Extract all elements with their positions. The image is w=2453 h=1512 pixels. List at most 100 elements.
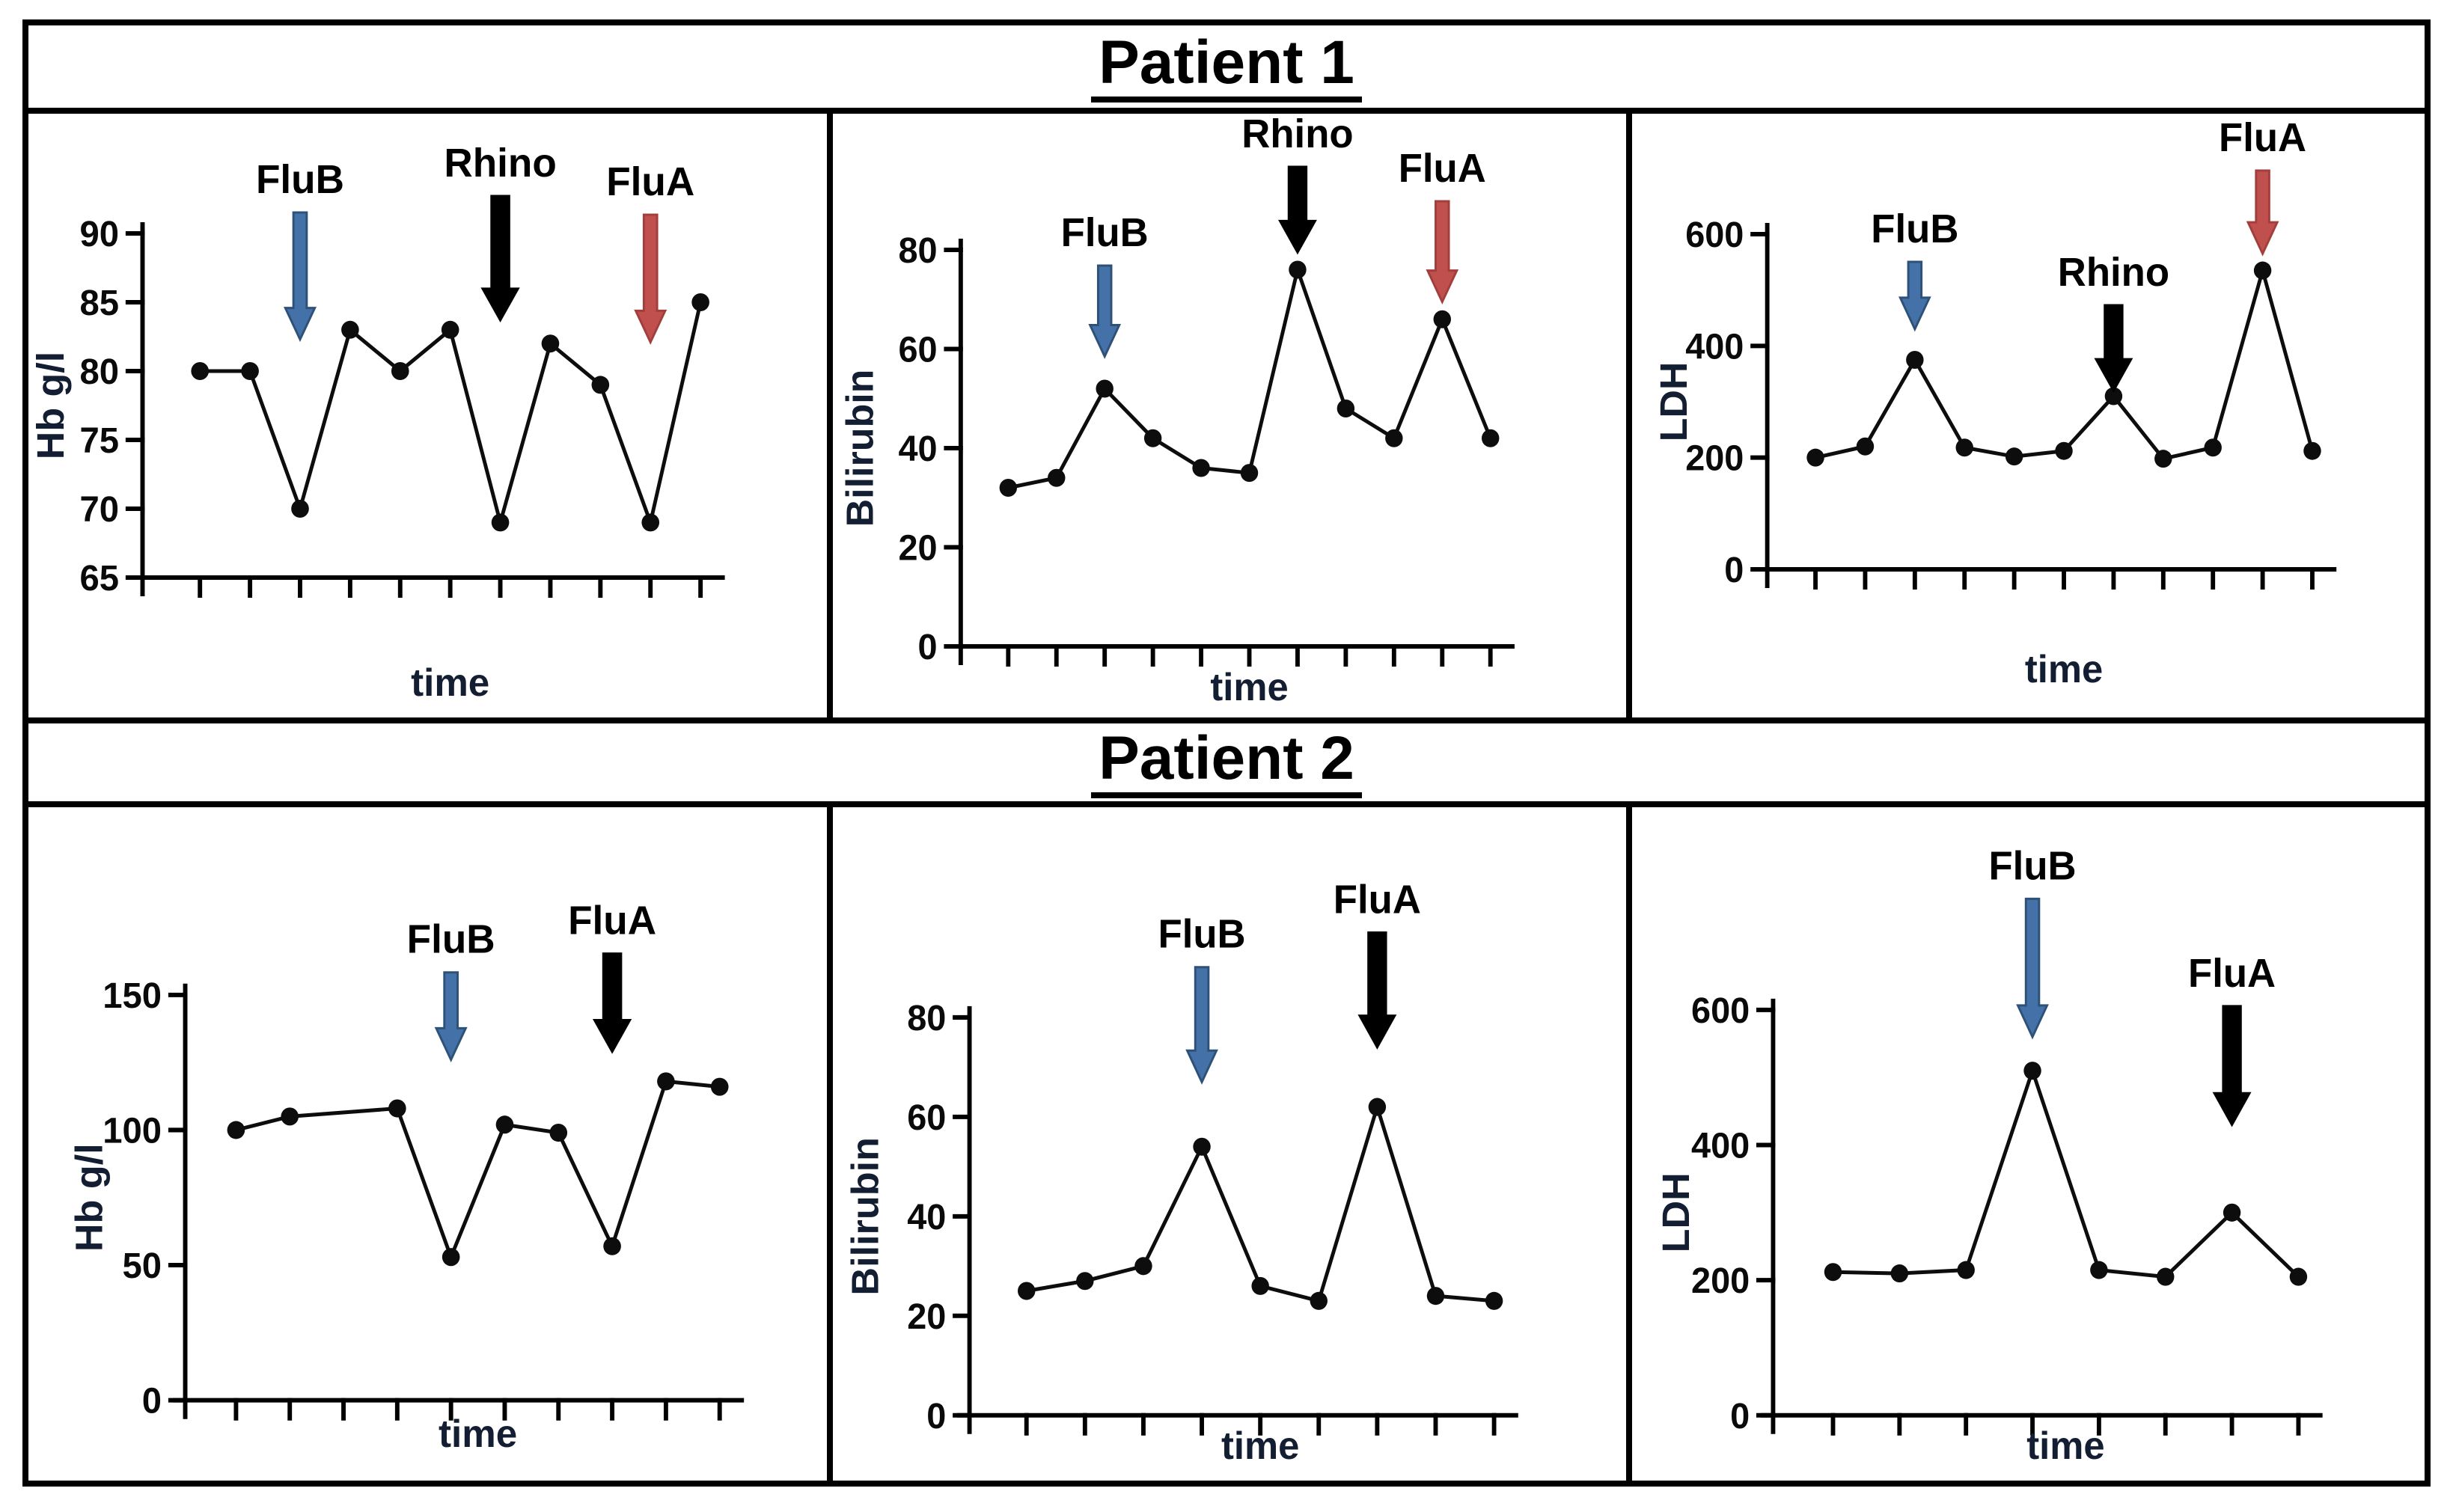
flub-arrow-icon [1088, 264, 1122, 359]
data-point [1018, 1282, 1036, 1300]
data-series-line [1008, 263, 1493, 490]
patient-1-header: Patient 1 [28, 25, 2425, 114]
annotation-flua-label: FluA [606, 160, 694, 204]
data-point [241, 362, 259, 380]
flub-arrow-icon [2015, 897, 2049, 1040]
patient-1-title: Patient 1 [1091, 30, 1362, 103]
flub-arrow-icon [1185, 966, 1219, 1085]
y-tick-label: 70 [79, 490, 119, 530]
flub-arrow-icon [434, 971, 468, 1063]
y-tick-label: 80 [899, 231, 938, 272]
data-point [1957, 1261, 1975, 1279]
data-point [1096, 379, 1114, 398]
data-point [1193, 1137, 1212, 1156]
data-point [1048, 468, 1066, 487]
y-tick-label: 20 [908, 1297, 947, 1337]
y-tick-label: 0 [927, 1396, 947, 1436]
annotation-flua-label: FluA [1399, 146, 1486, 191]
x-axis-label: time [439, 1411, 517, 1455]
data-point [281, 1107, 299, 1126]
y-tick-label: 80 [908, 998, 947, 1038]
y-tick-label: 80 [79, 352, 119, 392]
data-point [1955, 438, 1973, 457]
y-tick-label: 0 [1724, 551, 1744, 591]
data-point [2223, 1203, 2240, 1222]
y-axis-label: Bilirubin [844, 1137, 887, 1296]
data-point [2023, 1062, 2041, 1080]
data-point [1251, 1276, 1270, 1295]
data-point [2253, 261, 2271, 280]
data-point [2156, 1267, 2175, 1286]
y-tick-label: 60 [908, 1098, 947, 1138]
flua-arrow-icon [592, 952, 632, 1054]
data-point [2303, 441, 2321, 460]
data-point [657, 1072, 675, 1091]
flua-arrow-icon [2212, 1005, 2252, 1127]
data-point [388, 1099, 406, 1118]
data-point [2054, 441, 2073, 460]
data-point [495, 1115, 514, 1134]
annotation-flua-label: FluA [568, 898, 656, 943]
y-axis-label: LDH [1654, 1172, 1696, 1252]
annotation-flua-label: FluA [2219, 115, 2306, 160]
annotation-flua-label: FluA [2188, 951, 2276, 996]
y-tick-label: 75 [79, 421, 119, 461]
y-tick-label: 50 [123, 1246, 162, 1287]
y-tick-label: 150 [103, 976, 162, 1016]
data-point [710, 1077, 729, 1096]
data-point [691, 293, 709, 311]
flua-arrow-icon [634, 213, 668, 345]
data-series-line [1833, 1065, 2300, 1279]
data-point [227, 1121, 245, 1139]
y-axis-label: Hb g/l [67, 1143, 110, 1252]
data-point [441, 320, 459, 339]
x-axis-label: time [411, 661, 489, 704]
data-series-line [235, 1079, 720, 1263]
y-tick-label: 20 [899, 528, 938, 569]
y-tick-label: 200 [1685, 438, 1744, 479]
x-axis-label: time [2026, 1423, 2104, 1467]
flub-arrow-icon [283, 211, 317, 343]
data-point [2089, 1261, 2108, 1279]
x-axis-label: time [1221, 1423, 1299, 1467]
data-series-line [1026, 1101, 1495, 1303]
data-point [1192, 459, 1211, 477]
flua-arrow-icon [1357, 931, 1397, 1050]
rhino-arrow-icon [1278, 165, 1318, 255]
data-point [1890, 1264, 1908, 1283]
x-axis-label: time [2024, 646, 2102, 691]
y-axis-label: Hb g/l [29, 352, 73, 459]
data-point [1433, 310, 1452, 328]
data-point [1824, 1263, 1842, 1282]
y-tick-label: 60 [899, 330, 938, 370]
data-point [1427, 1287, 1445, 1306]
y-tick-label: 85 [79, 284, 119, 323]
data-point [2154, 450, 2172, 468]
y-tick-label: 400 [1685, 327, 1744, 367]
annotation-flub-label: FluB [1988, 844, 2076, 889]
data-point [1310, 1291, 1328, 1310]
annotation-rhino-label: Rhino [2057, 250, 2169, 295]
y-axis-label: LDH [1652, 362, 1694, 442]
x-axis-label: time [1211, 664, 1289, 708]
y-tick-label: 40 [908, 1197, 947, 1237]
data-series-line [1815, 263, 2314, 461]
data-point [1905, 351, 1924, 369]
data-point [1482, 429, 1500, 447]
data-point [549, 1124, 568, 1142]
data-point [2204, 438, 2222, 457]
rhino-arrow-icon [480, 195, 520, 322]
flua-arrow-icon [1426, 200, 1459, 305]
